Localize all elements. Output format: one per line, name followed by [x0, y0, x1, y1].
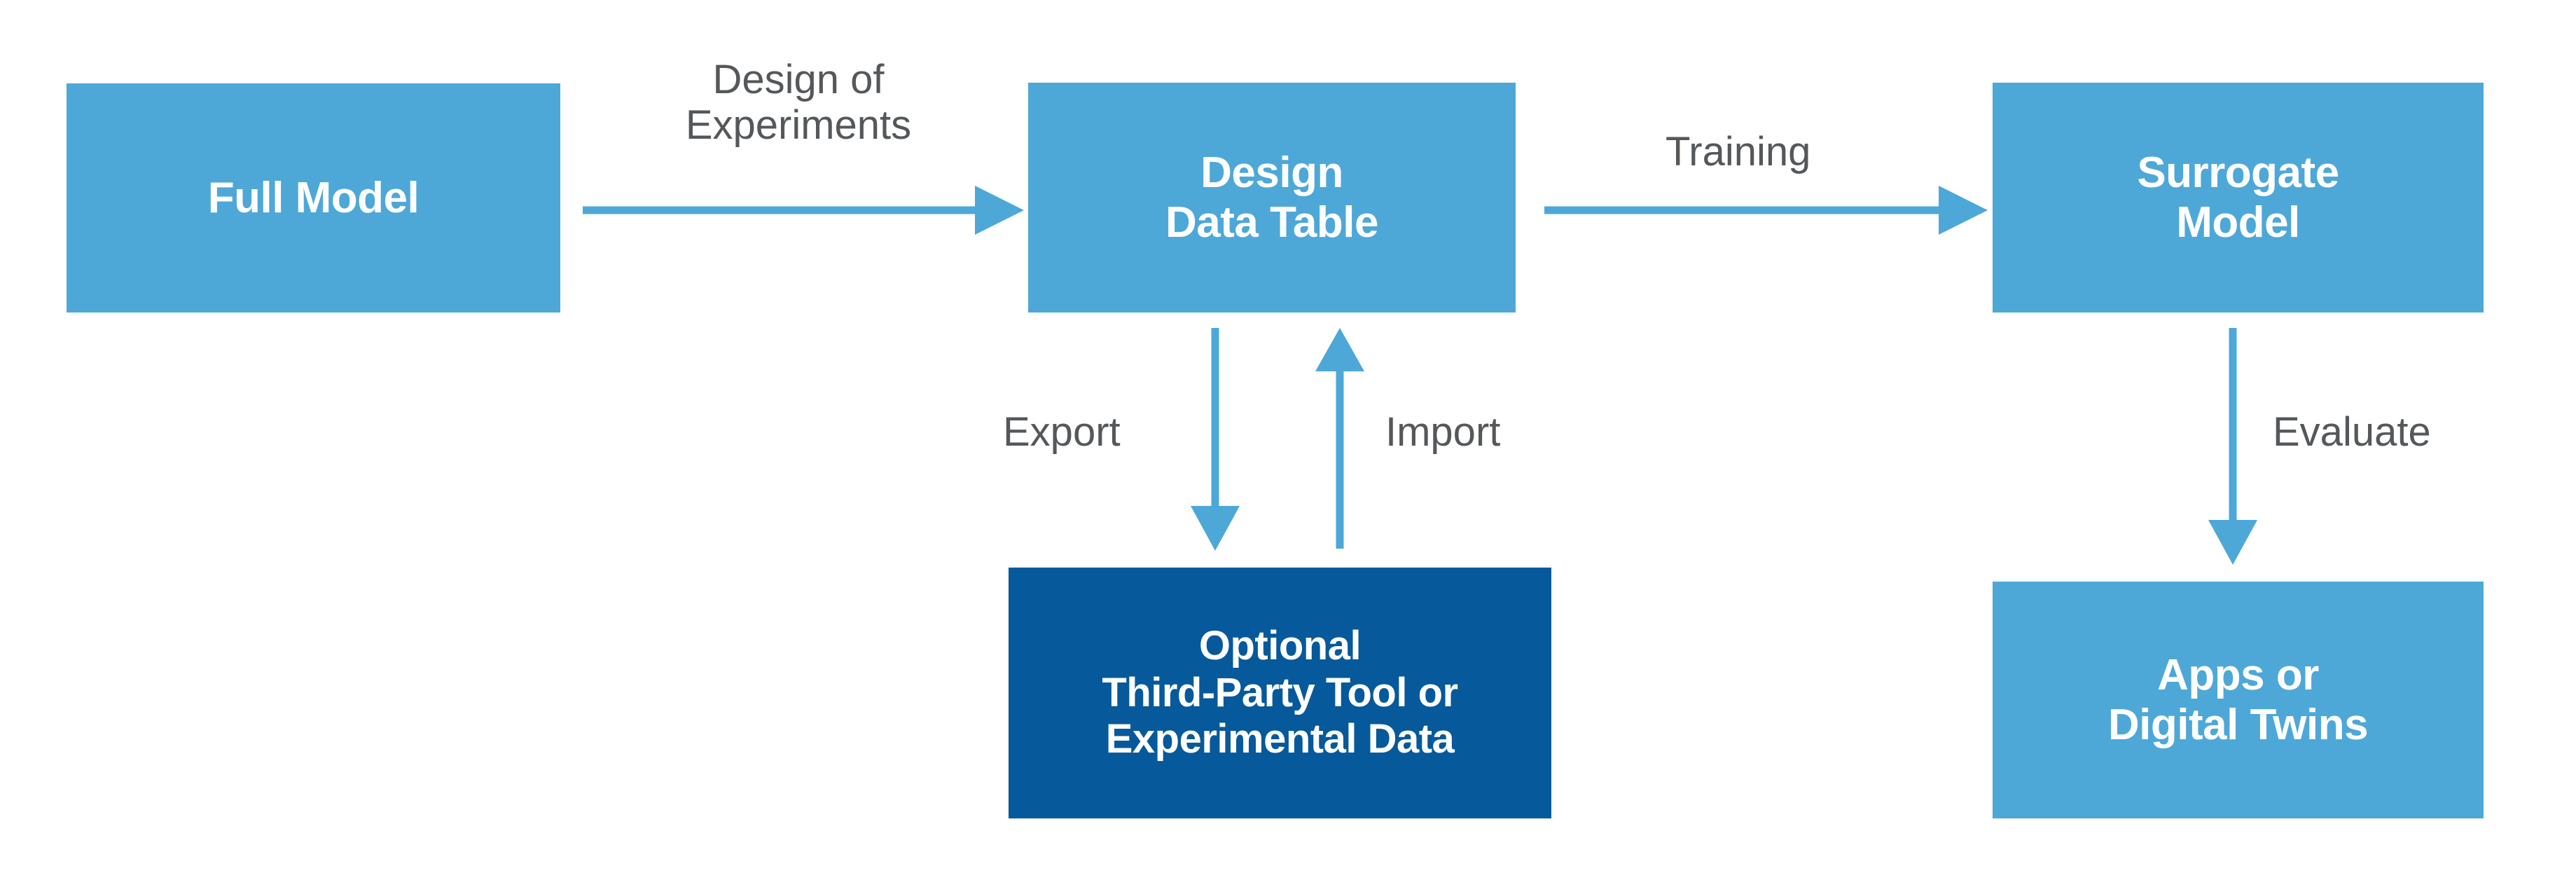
- edge-label-export: Export: [1003, 409, 1121, 455]
- node-apps-digital-twins-line-1: Apps or: [2157, 650, 2319, 699]
- edge-label-export-line-1: Export: [1003, 409, 1121, 455]
- node-design-data-table-line-1: Design: [1200, 148, 1343, 197]
- edge-label-import-line-1: Import: [1385, 409, 1501, 455]
- node-surrogate-model-line-2: Model: [2176, 198, 2300, 247]
- edge-label-design-of-experiments-line-2: Experiments: [685, 102, 912, 148]
- edge-label-training: Training: [1666, 129, 1811, 175]
- edge-label-evaluate-line-1: Evaluate: [2273, 409, 2431, 455]
- edge-label-evaluate: Evaluate: [2273, 409, 2431, 455]
- node-full-model[interactable]: Full Model: [67, 83, 560, 313]
- node-surrogate-model-line-1: Surrogate: [2137, 148, 2339, 197]
- node-surrogate-model[interactable]: Surrogate Model: [1993, 83, 2484, 313]
- node-optional-third-party-tool[interactable]: Optional Third-Party Tool or Experimenta…: [1009, 568, 1551, 818]
- arrow-evaluate: [2208, 328, 2257, 565]
- node-optional-tool-line-1: Optional: [1198, 622, 1362, 668]
- node-apps-digital-twins-line-2: Digital Twins: [2107, 701, 2369, 749]
- edge-label-design-of-experiments: Design of Experiments: [672, 57, 925, 149]
- node-full-model-line-1: Full Model: [207, 173, 420, 222]
- edge-label-design-of-experiments-line-1: Design of: [712, 57, 885, 102]
- arrow-training: [1544, 186, 1988, 235]
- node-optional-tool-line-3: Experimental Data: [1105, 716, 1455, 762]
- edge-label-import: Import: [1385, 409, 1501, 455]
- edge-label-training-line-1: Training: [1666, 129, 1811, 174]
- arrow-import: [1315, 328, 1364, 549]
- node-design-data-table-line-2: Data Table: [1165, 198, 1378, 247]
- arrow-export: [1191, 328, 1240, 551]
- node-design-data-table[interactable]: Design Data Table: [1028, 83, 1516, 313]
- node-optional-tool-line-2: Third-Party Tool or: [1102, 669, 1458, 715]
- arrow-design-of-experiments: [583, 186, 1024, 235]
- node-apps-or-digital-twins[interactable]: Apps or Digital Twins: [1993, 582, 2484, 818]
